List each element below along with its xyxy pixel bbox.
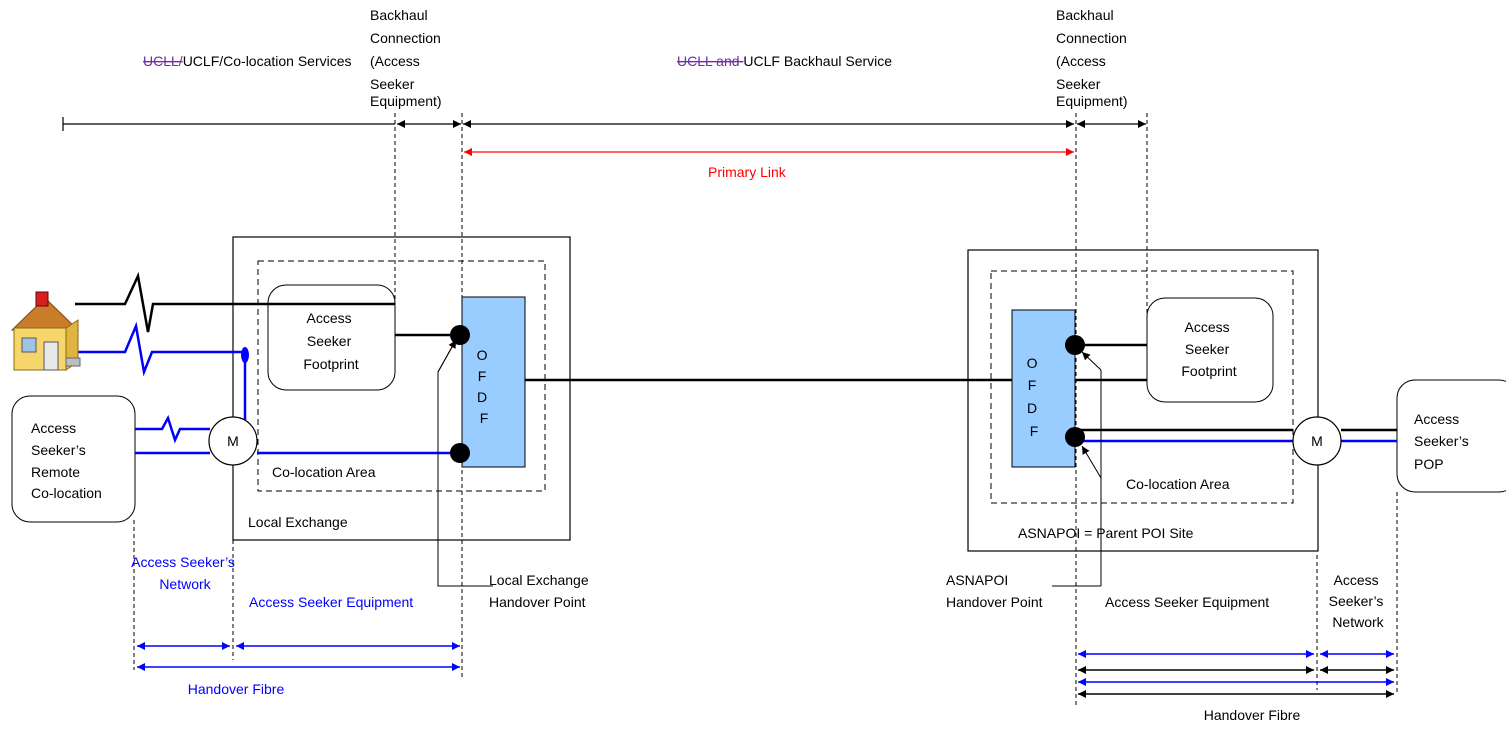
- left-handover-label: Local Exchange Handover Point: [489, 572, 593, 610]
- right-ofdf-letter: D: [1027, 400, 1037, 416]
- remote-link-upper: [135, 414, 210, 444]
- backhaul-left-line: (Access: [370, 53, 420, 69]
- left-network-line: Network: [159, 576, 211, 592]
- right-colocation-area-box: [990, 270, 1294, 504]
- backhaul-left-line: Backhaul: [370, 7, 428, 23]
- remote-colocation-line: Access: [31, 420, 76, 436]
- pop-box: [1396, 379, 1506, 493]
- left-network-line: Access Seeker’s: [131, 554, 235, 570]
- asnapoi-site-label: ASNAPOI = Parent POI Site: [1018, 525, 1194, 541]
- backhaul-left-line: Equipment): [370, 93, 442, 109]
- remote-colocation-line: Seeker’s: [31, 442, 86, 458]
- top-dimension-lines: [62, 117, 1146, 131]
- backhaul-right-line: Equipment): [1056, 93, 1128, 109]
- backhaul-right-line: (Access: [1056, 53, 1106, 69]
- right-ofdf-box: [1011, 309, 1076, 468]
- right-equipment-label: Access Seeker Equipment: [1105, 594, 1269, 610]
- fibre-splice-node: [241, 347, 249, 363]
- right-mux-label: M: [1311, 433, 1323, 449]
- remote-colocation-label: Access Seeker’s Remote Co-location: [31, 420, 102, 501]
- right-footprint-box: [1146, 297, 1274, 403]
- right-connections: [525, 343, 1397, 443]
- backhaul-service-struck: UCLL and: [677, 53, 743, 69]
- home-copper-line: [75, 271, 395, 333]
- right-colocation-area-label: Co-location Area: [1126, 476, 1230, 492]
- left-ofdf-port-bottom: [450, 443, 470, 463]
- backhaul-right-line: Backhaul: [1056, 7, 1114, 23]
- left-network-label: Access Seeker’s Network: [131, 554, 239, 592]
- right-ofdf-label: O F D F: [1027, 355, 1042, 439]
- right-handover-label: ASNAPOI Handover Point: [946, 572, 1043, 610]
- left-ofdf-port-top: [450, 325, 470, 345]
- home-fibre-line: [75, 321, 245, 377]
- right-network-line: Access: [1333, 572, 1378, 588]
- pop-label: Access Seeker’s POP: [1414, 411, 1473, 472]
- left-footprint-label: Access Seeker Footprint: [303, 310, 358, 372]
- backhaul-left-line: Seeker: [370, 76, 415, 92]
- left-footprint-line: Seeker: [307, 333, 352, 349]
- left-ofdf-letter: O: [477, 347, 488, 363]
- backhaul-right-line: Seeker: [1056, 76, 1101, 92]
- right-handover-line: Handover Point: [946, 594, 1043, 610]
- remote-colocation-box: [11, 395, 136, 523]
- left-colocation-area-label: Co-location Area: [272, 464, 376, 480]
- backhaul-service-label: UCLL and UCLF Backhaul Service: [677, 53, 892, 69]
- left-ofdf-label: O F D F: [477, 347, 492, 426]
- primary-link-label: Primary Link: [708, 164, 787, 180]
- left-ofdf-box: [461, 296, 526, 468]
- left-ofdf-letter: F: [478, 368, 487, 384]
- right-mux-circle: [1292, 416, 1342, 466]
- right-handover-fibre-label: Handover Fibre: [1204, 707, 1301, 723]
- left-footprint-box: [267, 284, 396, 391]
- dashed-guides: [133, 113, 1398, 705]
- left-handover-fibre-label: Handover Fibre: [188, 681, 285, 697]
- left-ofdf-letter: D: [477, 389, 487, 405]
- left-colocation-area-box: [257, 260, 546, 492]
- backhaul-service-text: UCLF Backhaul Service: [743, 53, 892, 69]
- left-footprint-line: Footprint: [303, 356, 358, 372]
- left-mux-circle: [208, 416, 258, 466]
- local-exchange-box: [232, 236, 571, 541]
- local-exchange-label: Local Exchange: [248, 514, 348, 530]
- right-footprint-label: Access Seeker Footprint: [1181, 319, 1236, 379]
- left-footprint-line: Access: [306, 310, 351, 326]
- right-handover-line: ASNAPOI: [946, 572, 1008, 588]
- left-connections: [75, 271, 460, 455]
- left-equipment-label: Access Seeker Equipment: [249, 594, 413, 610]
- right-network-line: Seeker’s: [1329, 593, 1384, 609]
- pop-line: Seeker’s: [1414, 433, 1469, 449]
- asnapoi-site-box: [967, 249, 1319, 552]
- left-mux-label: M: [227, 433, 239, 449]
- right-footprint-line: Footprint: [1181, 363, 1236, 379]
- colocation-services-struck: UCLL/: [143, 53, 183, 69]
- right-ofdf-letter: O: [1027, 355, 1038, 371]
- backhaul-left-label: Backhaul Connection (Access Seeker Equip…: [370, 7, 445, 109]
- colocation-services-label: UCLL/UCLF/Co-location Services: [143, 53, 352, 69]
- remote-colocation-line: Co-location: [31, 485, 102, 501]
- left-ofdf-letter: F: [480, 410, 489, 426]
- right-network-line: Network: [1332, 614, 1384, 630]
- left-handover-line: Handover Point: [489, 594, 586, 610]
- house-icon: [10, 291, 81, 371]
- right-footprint-line: Access: [1184, 319, 1229, 335]
- remote-colocation-line: Remote: [31, 464, 80, 480]
- right-ofdf-port-top: [1065, 335, 1085, 355]
- pop-line: Access: [1414, 411, 1459, 427]
- pop-line: POP: [1414, 456, 1444, 472]
- backhaul-left-line: Connection: [370, 30, 441, 46]
- backhaul-right-label: Backhaul Connection (Access Seeker Equip…: [1056, 7, 1131, 109]
- right-network-label: Access Seeker’s Network: [1329, 572, 1388, 630]
- right-footprint-line: Seeker: [1185, 341, 1230, 357]
- bottom-dimension-arrows: [137, 642, 1394, 698]
- backhaul-right-line: Connection: [1056, 30, 1127, 46]
- left-handover-line: Local Exchange: [489, 572, 589, 588]
- colocation-services-text: UCLF/Co-location Services: [183, 53, 352, 69]
- right-ofdf-port-bottom: [1065, 427, 1085, 447]
- right-ofdf-letter: F: [1028, 377, 1037, 393]
- right-ofdf-letter: F: [1030, 423, 1039, 439]
